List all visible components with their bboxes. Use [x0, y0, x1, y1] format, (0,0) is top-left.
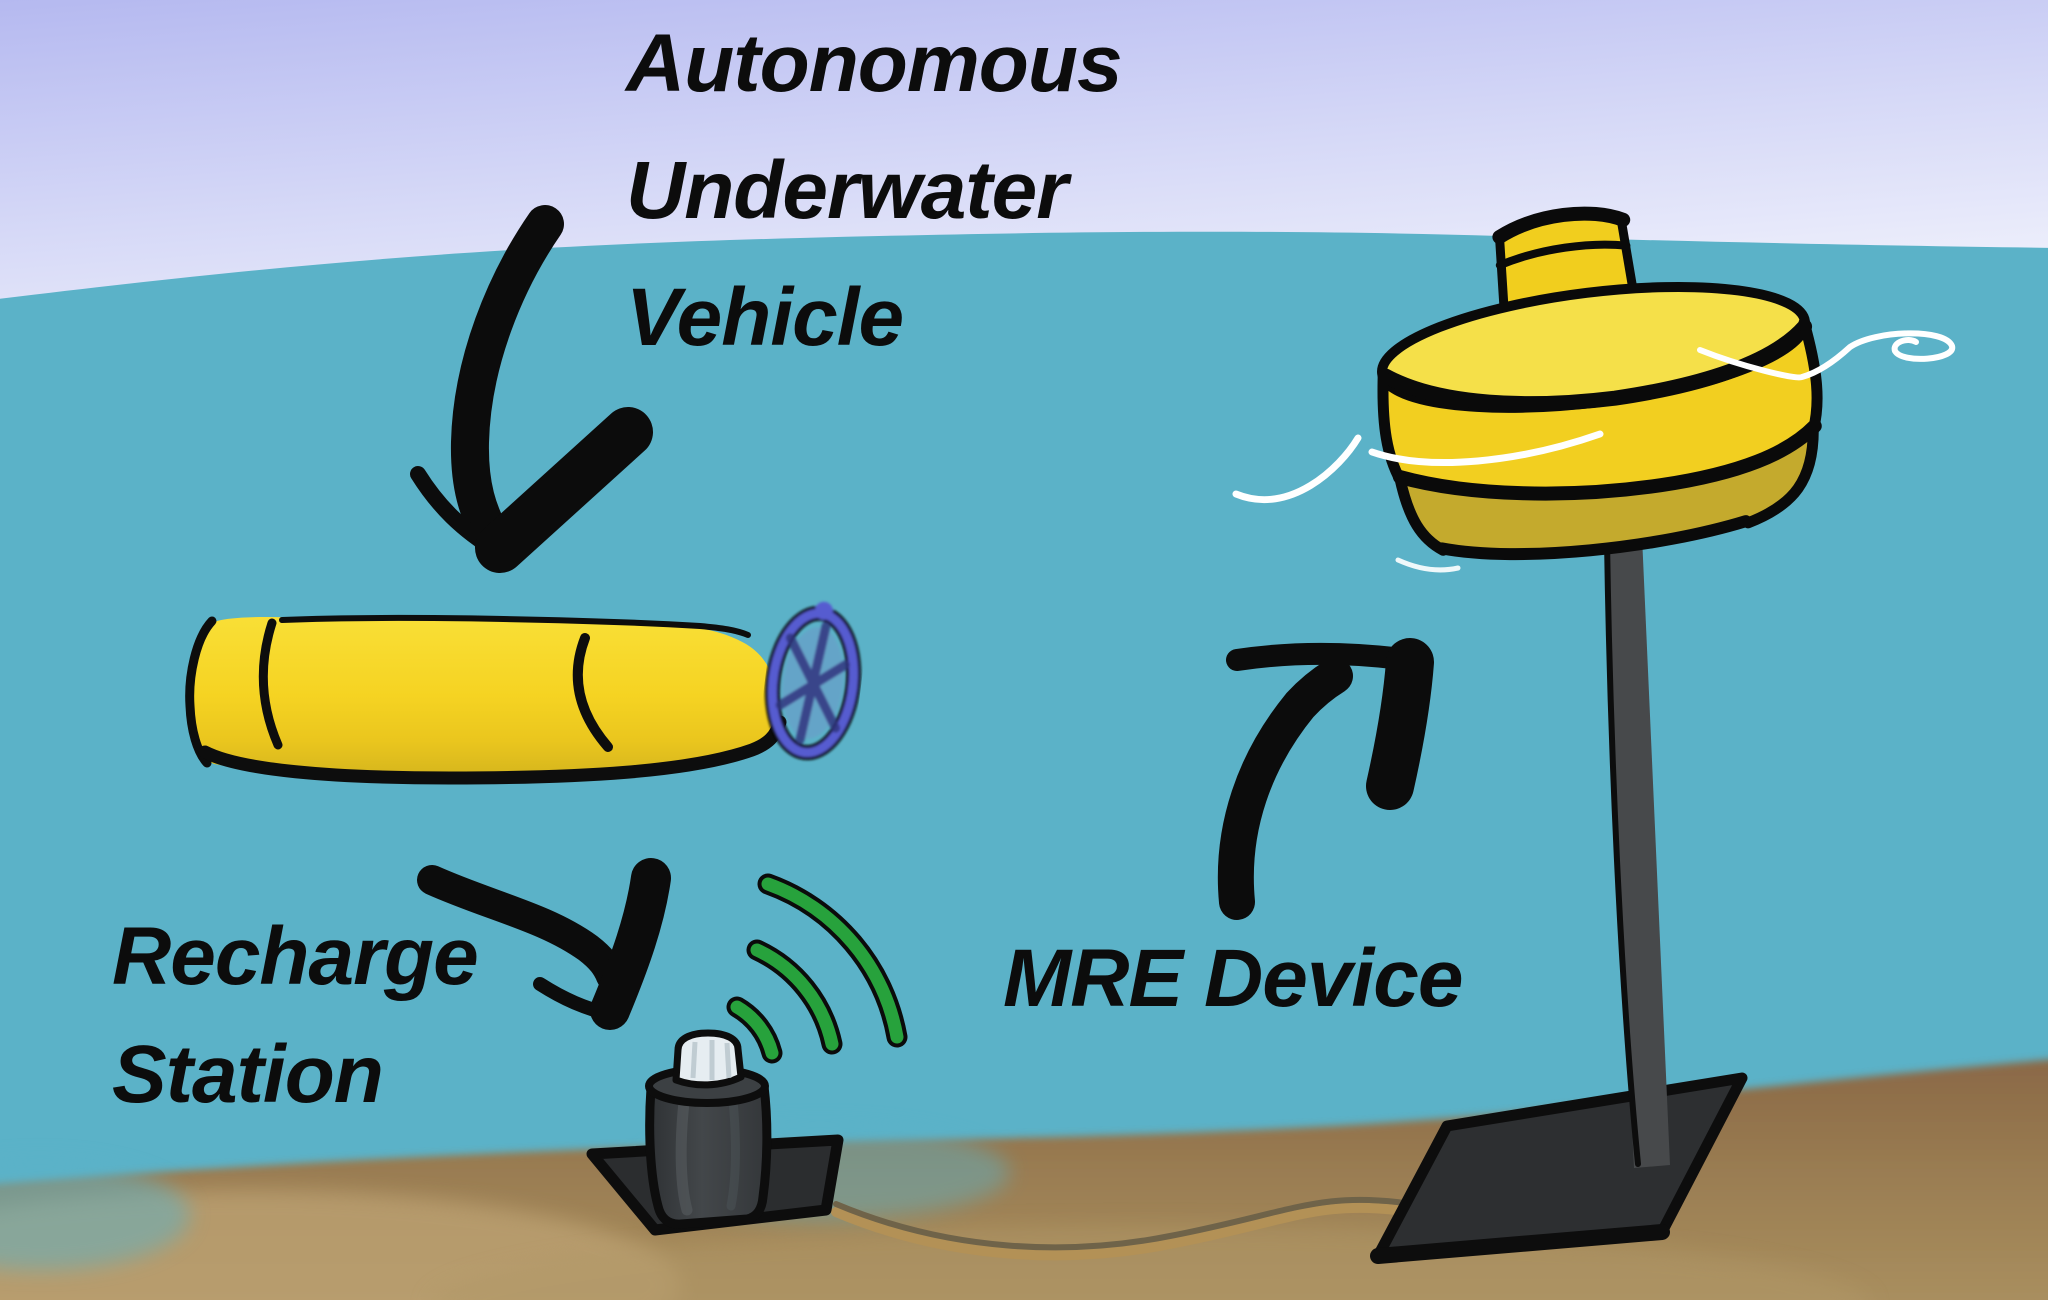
propeller-icon: [764, 601, 862, 761]
ripple-left: [1232, 434, 1362, 504]
auv-segment-line-2: [572, 633, 613, 752]
power-cable: [831, 1196, 1417, 1261]
water-ripples: [1232, 330, 1955, 573]
ripple-hull-low: [1395, 557, 1461, 573]
station-body-highlight2: [726, 1095, 740, 1211]
buoy-cylinder-top: [1492, 206, 1631, 245]
auv-label: Autonomous Underwater Vehicle: [626, 18, 1123, 363]
recharge-arrow: [417, 858, 671, 1030]
buoy-band-upper: [1377, 319, 1813, 412]
auv-segment-line-1: [258, 618, 283, 750]
buoy-band-lower: [1392, 419, 1822, 501]
buoy-cylinder-rim: [1495, 240, 1631, 270]
mre-buoy: [1377, 206, 1823, 561]
ripple-right-loop: [1697, 330, 1955, 381]
water-wash-left: [0, 1160, 190, 1270]
buoy-right-edge: [1742, 317, 1823, 529]
auv-illustration: [185, 601, 862, 785]
buoy-bottom-hull: [1397, 428, 1816, 553]
mre-device-label: MRE Device: [1003, 933, 1463, 1024]
station-body-highlight: [675, 1096, 693, 1216]
signal-arc-3: [761, 877, 904, 1044]
mre-device: [1232, 206, 1955, 1264]
auv-top-outline: [279, 614, 751, 638]
recharge-station: [586, 873, 908, 1236]
buoy-mid-hull: [1382, 322, 1819, 494]
signal-arc-2: [750, 943, 839, 1051]
auv-hull: [190, 617, 778, 776]
auv-arrow: [410, 205, 653, 573]
station-cap-streaks: [690, 1040, 732, 1080]
mre-arrow: [1217, 638, 1434, 920]
recharge-station-label: Recharge Station: [112, 911, 479, 1120]
signal-arc-1: [730, 1000, 779, 1060]
auv-bottom-outline: [198, 715, 787, 785]
mre-pole: [1604, 536, 1670, 1168]
propeller-spokes: [775, 621, 850, 745]
ripple-across-hull: [1368, 430, 1604, 466]
wireless-signal-icon: [726, 873, 908, 1064]
mre-base-bottom-edge: [1370, 1224, 1670, 1264]
mre-pole-outline: [1604, 537, 1641, 1167]
buoy-left-edge: [1377, 368, 1449, 556]
auv-nose-outline: [185, 616, 217, 768]
buoy-bottom-rim: [1435, 515, 1752, 561]
